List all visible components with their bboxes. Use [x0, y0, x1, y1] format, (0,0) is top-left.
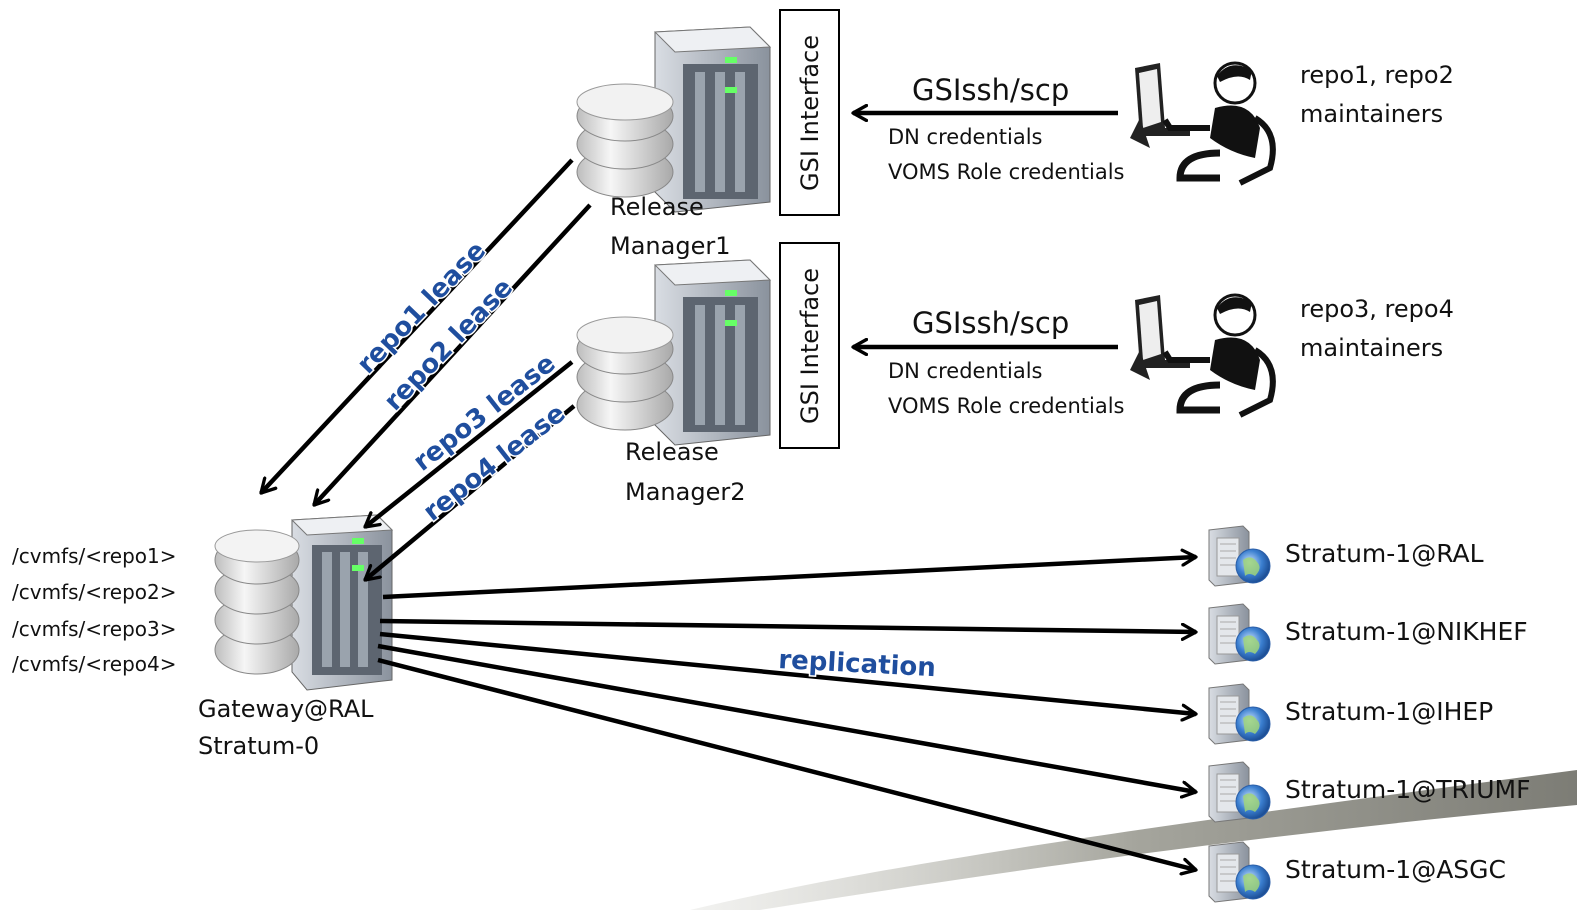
stratum1-label: Stratum-1@NIKHEF	[1285, 617, 1528, 646]
stratum1-label: Stratum-1@RAL	[1285, 539, 1484, 568]
stratum1-server-icon	[1208, 603, 1271, 665]
gateway-label-line2: Stratum-0	[198, 732, 319, 760]
gateway-server-icon	[214, 514, 394, 691]
stratum1-label: Stratum-1@IHEP	[1285, 697, 1493, 726]
repo-path-4: /cvmfs/<repo4>	[12, 652, 177, 676]
lease-arrow-repo4	[365, 404, 576, 582]
gsi-interface-box-1: GSI Interface	[779, 9, 840, 216]
stratum1-server-icon	[1208, 761, 1271, 823]
protocol-label-2: GSIssh/scp	[912, 306, 1069, 340]
gsi-interface-box-2: GSI Interface	[779, 242, 840, 449]
replication-arrow-triumf	[377, 643, 1196, 792]
replication-arrow-ihep	[379, 631, 1196, 714]
arrows	[261, 113, 1196, 870]
stratum1-server-icon	[1208, 525, 1271, 587]
gsi-interface-label-2: GSI Interface	[796, 268, 824, 424]
stratum1-label: Stratum-1@ASGC	[1285, 855, 1506, 884]
release-manager2-label-line2: Manager2	[625, 478, 745, 506]
stratum1-server-icon	[1208, 683, 1271, 745]
release-manager1-label-line2: Manager1	[610, 232, 730, 260]
replication-arrow-nikhef	[379, 618, 1196, 632]
maintainers-2-line1: repo3, repo4	[1300, 295, 1454, 323]
decorative-swoosh	[690, 770, 1577, 910]
maintainers-1-line1: repo1, repo2	[1300, 61, 1454, 89]
gateway-label-line1: Gateway@RAL	[198, 695, 374, 723]
lease-arrow-repo1	[261, 158, 574, 493]
replication-arrow-asgc	[377, 657, 1196, 870]
stratum1-labels: Stratum-1@RAL Stratum-1@NIKHEF Stratum-1@I…	[1285, 539, 1530, 884]
credential-voms-1: VOMS Role credentials	[888, 160, 1125, 184]
release-manager1-label-line1: Release	[610, 193, 704, 221]
credential-dn-1: DN credentials	[888, 125, 1042, 149]
stratum1-icons	[1208, 525, 1271, 903]
replication-arrow-ral	[382, 557, 1196, 600]
maintainers-1-line2: maintainers	[1300, 100, 1443, 128]
repo-path-2: /cvmfs/<repo2>	[12, 580, 177, 604]
protocol-label-1: GSIssh/scp	[912, 73, 1069, 107]
repo-path-1: /cvmfs/<repo1>	[12, 544, 177, 568]
release-manager1-server-icon	[576, 26, 772, 213]
release-manager2-label-line1: Release	[625, 438, 719, 466]
release-manager2-server-icon	[576, 259, 772, 446]
maintainer-person-icon-1	[1130, 61, 1276, 186]
stratum1-label: Stratum-1@TRIUMF	[1285, 775, 1530, 804]
lease-arrow-repo2	[312, 203, 592, 505]
credential-dn-2: DN credentials	[888, 359, 1042, 383]
stratum1-server-icon	[1208, 841, 1271, 903]
lease-arrow-repo3	[365, 360, 574, 529]
repo-path-3: /cvmfs/<repo3>	[12, 617, 177, 641]
gsi-interface-label-1: GSI Interface	[796, 35, 824, 191]
maintainer-person-icon-2	[1130, 293, 1276, 418]
maintainers-2-line2: maintainers	[1300, 334, 1443, 362]
credential-voms-2: VOMS Role credentials	[888, 394, 1125, 418]
